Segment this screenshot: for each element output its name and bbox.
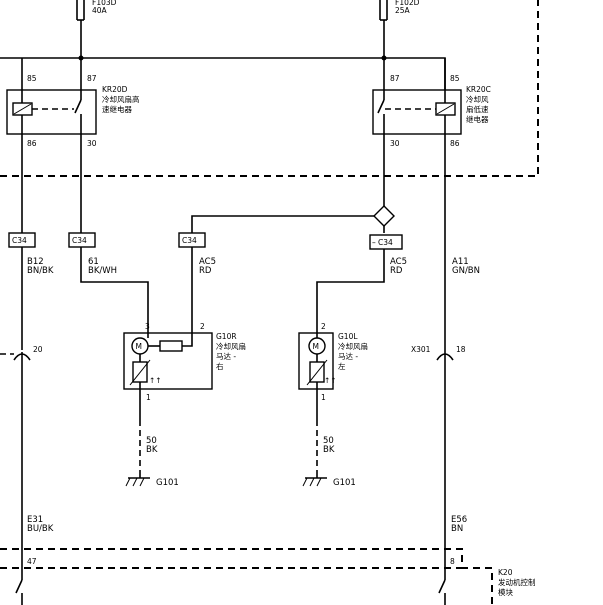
inline-connector-x301: X301 18: [411, 340, 466, 365]
wire-a11-color: GN/BN: [452, 266, 480, 276]
fuse-right-rating: 25A: [395, 6, 411, 15]
svg-text:C34: C34: [182, 236, 197, 245]
motor-g10r-resistor: [159, 340, 183, 352]
wire-ac5-r-color: RD: [199, 266, 212, 276]
fuse-left: F103D 40A: [76, 0, 117, 58]
wire-splice-to-c34c: [191, 215, 374, 233]
ecm-border-top: [0, 548, 493, 605]
relay-kr20d: 85 87 86 30 KR20D 冷却风扇高 速继电器: [6, 58, 140, 176]
wire-b12-circuit: B12: [27, 257, 44, 267]
gnd-r-color: BK: [146, 445, 158, 455]
wire-ac5-left: [316, 249, 385, 333]
fuse-right-id: F102D: [395, 0, 420, 7]
motor-g10l: 2 1 M ↑↑ G10L 冷却风扇 马达 - 左: [298, 322, 368, 420]
ground-symbol-g101-l: [302, 470, 327, 487]
svg-text:↑↑: ↑↑: [149, 376, 162, 385]
motor-g10r-name-3: 右: [216, 361, 224, 371]
splice-diamond: [373, 205, 395, 227]
relay-kr20d-pin85: 85: [27, 74, 37, 83]
wire-e56-color: BN: [451, 524, 463, 534]
relay-kr20c-pin87: 87: [390, 74, 400, 83]
wire-61-lower: [80, 247, 149, 333]
ground-g101-l-label: G101: [333, 478, 356, 488]
relay-kr20d-pin30: 30: [87, 139, 97, 148]
wire-e56-circuit: E56: [451, 515, 467, 525]
relay-kr20c-name-1: 冷却风: [466, 94, 489, 104]
connector-c34-b: C34: [68, 232, 96, 248]
relay-kr20c-pin30: 30: [390, 139, 400, 148]
connector-c34-d: – C34: [369, 234, 403, 250]
wire-ac5-l-color: RD: [390, 266, 403, 276]
relay-kr20c-name-2: 扇低速: [466, 104, 489, 114]
motor-g10l-pin1: 1: [321, 393, 326, 402]
top-bus: [0, 57, 446, 90]
ground-symbol-g101-r: [125, 470, 150, 487]
relay-kr20d-pin86: 86: [27, 139, 37, 148]
ecm-k20: 47 8 K20 发动机控制 模块: [0, 548, 536, 605]
relay-kr20c-name-3: 继电器: [466, 114, 489, 124]
connector-c34-a: C34: [8, 232, 36, 248]
svg-text:C34: C34: [72, 236, 87, 245]
x301-label: X301: [411, 345, 431, 354]
svg-text:–: –: [372, 238, 376, 247]
svg-text:M: M: [313, 342, 319, 351]
motor-g10r-id: G10R: [216, 332, 237, 341]
relay-kr20c-pin86: 86: [450, 139, 460, 148]
svg-text:↑↑: ↑↑: [324, 376, 337, 385]
motor-g10r: 3 2 1 M ↑↑ G10R 冷却风扇 马达 - 右: [123, 322, 246, 420]
gnd-l-color: BK: [323, 445, 335, 455]
relay-kr20d-pin87: 87: [87, 74, 97, 83]
wire-61-color: BK/WH: [88, 266, 117, 276]
fuse-left-rating: 40A: [92, 6, 108, 15]
gnd-l-circuit: 50: [323, 436, 334, 446]
svg-text:C34: C34: [378, 238, 393, 247]
wire-ac5-r-circuit: AC5: [199, 257, 216, 267]
wire-e31-circuit: E31: [27, 515, 43, 525]
pin-18-label: 18: [456, 345, 466, 354]
motor-g10r-pin2: 2: [200, 322, 205, 331]
motor-g10r-pin1: 1: [146, 393, 151, 402]
fuse-left-id: F103D: [92, 0, 117, 7]
ecm-name-1: 发动机控制: [498, 577, 536, 587]
relay-kr20c-pin85: 85: [450, 74, 460, 83]
motor-g10l-name-3: 左: [338, 361, 346, 371]
relay-kr20d-name-1: 冷却风扇高: [102, 94, 140, 104]
gnd-r-circuit: 50: [146, 436, 157, 446]
connector-c34-c: C34: [178, 232, 206, 248]
fuse-right: F102D 25A: [379, 0, 420, 58]
motor-g10r-name-1: 冷却风扇: [216, 341, 246, 351]
wire-ac5-l-circuit: AC5: [390, 257, 407, 267]
relay-kr20c-id: KR20C: [466, 85, 491, 94]
ecm-pin-47: 47: [27, 557, 37, 566]
relay-kr20d-name-2: 速继电器: [102, 104, 132, 114]
motor-g10l-name-1: 冷却风扇: [338, 341, 368, 351]
ecm-id: K20: [498, 568, 513, 577]
wire-a11-circuit: A11: [452, 257, 469, 267]
motor-g10l-id: G10L: [338, 332, 358, 341]
ecm-pin-8: 8: [450, 557, 455, 566]
wire-e31-color: BU/BK: [27, 524, 54, 534]
relay-kr20c: 87 85 30 86 KR20C 冷却风 扇低速 继电器: [372, 58, 491, 340]
wire-b12-color: BN/BK: [27, 266, 54, 276]
wire-61-circuit: 61: [88, 257, 99, 267]
motor-g10r-name-2: 马达 -: [216, 351, 236, 361]
ground-g101-r-label: G101: [156, 478, 179, 488]
relay-kr20d-id: KR20D: [102, 85, 128, 94]
motor-g10l-name-2: 马达 -: [338, 351, 358, 361]
motor-g10r-pin3: 3: [145, 322, 150, 331]
inline-connector-20: 20: [0, 345, 43, 365]
pin-20-label: 20: [33, 345, 43, 354]
svg-text:M: M: [136, 342, 142, 351]
ecm-name-2: 模块: [498, 587, 513, 597]
svg-text:C34: C34: [12, 236, 27, 245]
motor-g10l-pin2: 2: [321, 322, 326, 331]
